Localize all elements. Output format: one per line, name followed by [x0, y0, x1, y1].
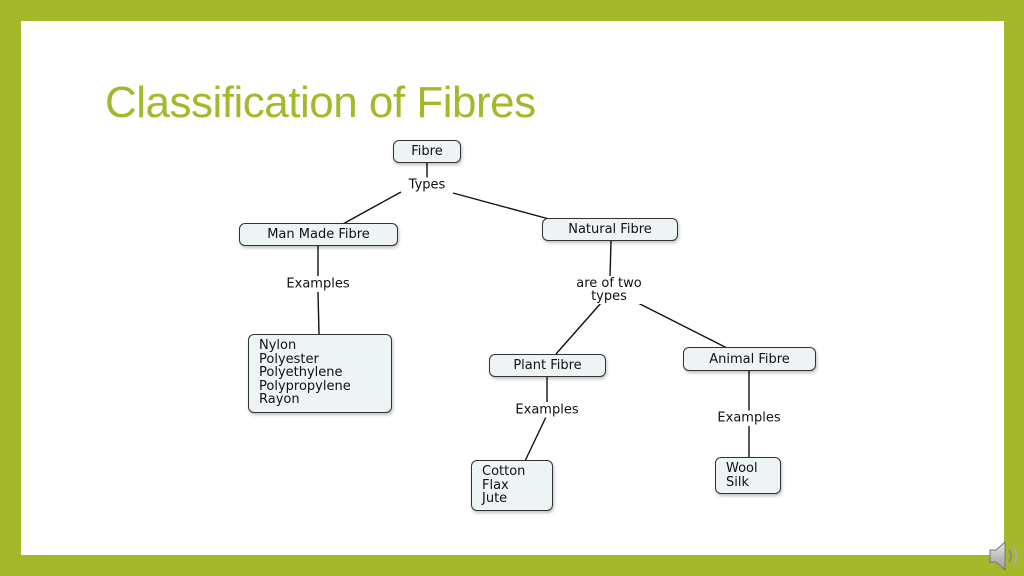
concept-map-links [317, 162, 750, 462]
link-types-natural [452, 192, 550, 220]
node-man-made-examples: Nylon Polyester Polyethylene Polypropyle… [248, 334, 392, 413]
node-plant-examples: Cotton Flax Jute [471, 460, 553, 511]
link-label-examples-animal: Examples [715, 410, 783, 426]
example-item: Wool [726, 461, 758, 476]
link-types-manmade [340, 191, 402, 226]
example-item: Polypropylene [259, 378, 351, 394]
link-label-examples-plant: Examples [513, 402, 581, 418]
slide-title: Classification of Fibres [105, 78, 536, 127]
link-label-examples-man-made: Examples [284, 276, 352, 292]
link-natural-twotypes [609, 240, 612, 278]
link-label-two-types-line1: are of two [576, 276, 642, 291]
example-item: Silk [726, 474, 750, 490]
example-item: Polyester [259, 351, 319, 367]
node-natural-fibre: Natural Fibre [542, 218, 678, 241]
speaker-icon[interactable] [984, 536, 1024, 576]
link-label-types: Types [406, 177, 448, 193]
example-item: Cotton [482, 464, 526, 479]
link-examples-nylonbox [317, 291, 320, 335]
slide: Classification of Fibres Fibre Man Made … [21, 21, 1004, 555]
example-item: Flax [482, 477, 509, 493]
link-label-two-types-line2: types [591, 289, 627, 304]
example-item: Nylon [259, 338, 297, 353]
example-item: Polyethylene [259, 365, 343, 380]
node-fibre: Fibre [393, 140, 461, 163]
node-animal-examples: Wool Silk [715, 457, 781, 494]
link-label-two-types: are of two types [574, 276, 644, 304]
link-twotypes-animal [637, 302, 728, 349]
node-animal-fibre: Animal Fibre [683, 347, 816, 371]
node-man-made-fibre: Man Made Fibre [239, 223, 398, 246]
link-examples-cottonbox [524, 416, 547, 462]
example-item: Jute [482, 491, 508, 506]
link-twotypes-plant [555, 302, 602, 355]
node-plant-fibre: Plant Fibre [489, 354, 606, 377]
example-item: Rayon [259, 392, 300, 407]
